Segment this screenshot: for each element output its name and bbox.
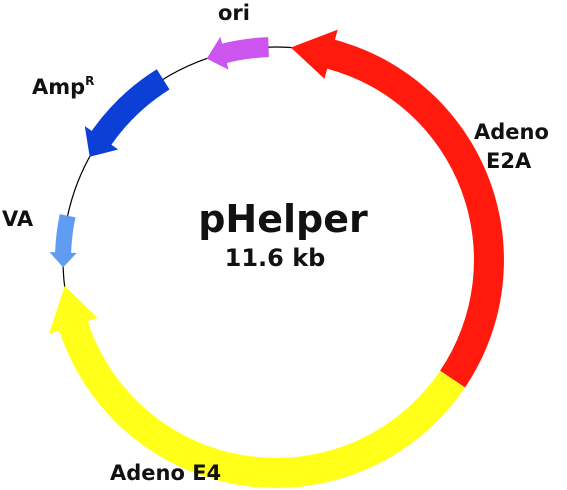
label-ampr: AmpR [32,74,94,99]
label-adeno-e4: Adeno E4 [110,461,221,485]
label-ori: ori [218,1,250,25]
label-adeno-e2a-line2: E2A [486,149,532,173]
feature-arc-adeno-e2a [290,29,504,388]
feature-arc-ori [206,36,269,70]
plasmid-name: pHelper [198,197,368,241]
feature-arc-adeno-e4 [49,286,465,488]
label-va: VA [2,207,34,231]
label-adeno-e2a-line1: Adeno [474,120,549,144]
feature-arc-ampr [84,69,170,157]
label-ampr-superscript: R [85,74,94,88]
plasmid-size: 11.6 kb [225,244,326,272]
feature-arc-va [49,214,77,268]
label-ampr-main: Amp [32,75,85,99]
